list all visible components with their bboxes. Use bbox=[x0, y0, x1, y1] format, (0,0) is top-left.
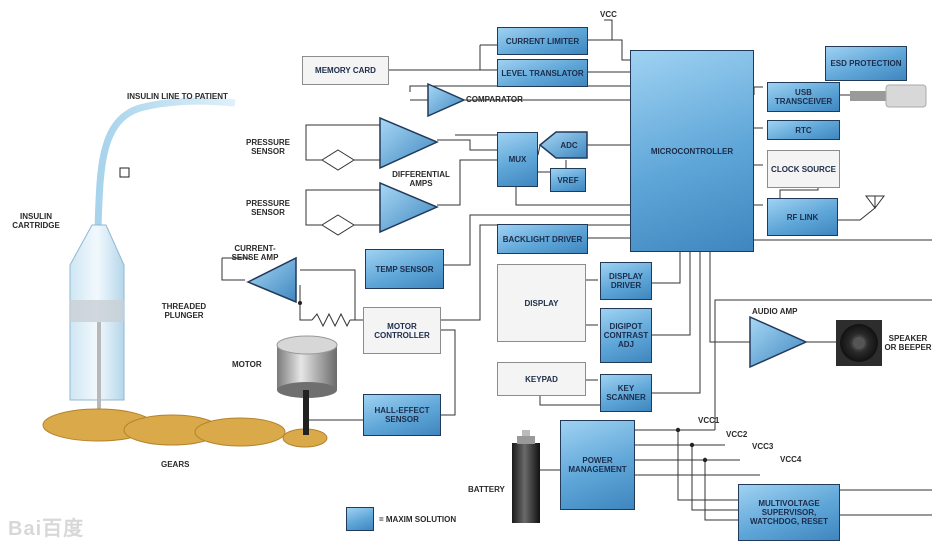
esd-protection-block: ESD PROTECTION bbox=[825, 46, 907, 81]
rf-link-block: RF LINK bbox=[767, 198, 838, 236]
legend-label: = MAXIM SOLUTION bbox=[379, 515, 457, 524]
junction-dots bbox=[298, 301, 708, 463]
gears-label: GEARS bbox=[161, 460, 190, 469]
level-translator-block: LEVEL TRANSLATOR bbox=[497, 59, 588, 87]
key-scanner-block: KEY SCANNER bbox=[600, 374, 652, 412]
vcc1-label: VCC1 bbox=[698, 416, 720, 425]
keypad-block: KEYPAD bbox=[497, 362, 586, 396]
amplifier-triangles bbox=[246, 82, 808, 369]
battery-label: BATTERY bbox=[468, 485, 505, 494]
display-driver-block: DISPLAY DRIVER bbox=[600, 262, 652, 300]
watermark: Bai百度 bbox=[8, 518, 85, 540]
temp-sensor-block: TEMP SENSOR bbox=[365, 249, 444, 289]
audio-amp-label: AUDIO AMP bbox=[752, 307, 798, 316]
motor-label: MOTOR bbox=[232, 360, 262, 369]
insulin-cartridge bbox=[69, 224, 125, 422]
usb-plug-icon bbox=[850, 84, 927, 108]
backlight-driver-block: BACKLIGHT DRIVER bbox=[497, 224, 588, 254]
legend-swatch bbox=[346, 507, 374, 531]
insulin-tube bbox=[94, 97, 236, 229]
vcc-top-label: VCC bbox=[600, 10, 617, 19]
current-limiter-block: CURRENT LIMITER bbox=[497, 27, 588, 55]
rtc-block: RTC bbox=[767, 120, 840, 140]
display-block: DISPLAY bbox=[497, 264, 586, 342]
antenna-icon bbox=[865, 195, 885, 209]
motor-controller-block: MOTOR CONTROLLER bbox=[363, 307, 441, 354]
differential-amps-label: DIFFERENTIAL AMPS bbox=[392, 170, 450, 188]
connection-lines bbox=[221, 19, 932, 521]
vcc4-label: VCC4 bbox=[780, 455, 802, 464]
hall-effect-sensor-block: HALL-EFFECT SENSOR bbox=[363, 394, 441, 436]
multivoltage-supervisor-block: MULTIVOLTAGE SUPERVISOR, WATCHDOG, RESET bbox=[738, 484, 840, 541]
insulin-line-label: INSULIN LINE TO PATIENT bbox=[127, 92, 228, 101]
speaker bbox=[836, 320, 882, 366]
vref-block: VREF bbox=[550, 168, 586, 192]
power-management-block: POWER MANAGEMENT bbox=[560, 420, 635, 510]
motor bbox=[276, 335, 338, 435]
current-sense-amp-label: CURRENT-SENSE AMP bbox=[231, 244, 279, 262]
threaded-plunger-label: THREADED PLUNGER bbox=[161, 302, 207, 320]
adc-block: ADC bbox=[560, 140, 578, 150]
microcontroller-block: MICROCONTROLLER bbox=[630, 50, 754, 252]
speaker-label: SPEAKER OR BEEPER bbox=[884, 334, 932, 352]
mux-block: MUX bbox=[497, 132, 538, 187]
pressure-sensor-label-2: PRESSURE SENSOR bbox=[245, 199, 290, 217]
pressure-sensor-label-1: PRESSURE SENSOR bbox=[245, 138, 290, 156]
usb-transceiver-block: USB TRANSCEIVER bbox=[767, 82, 840, 112]
memory-card-block: MEMORY CARD bbox=[302, 56, 389, 85]
clock-source-block: CLOCK SOURCE bbox=[767, 150, 840, 188]
digipot-contrast-adj-block: DIGIPOT CONTRAST ADJ bbox=[600, 308, 652, 363]
vcc2-label: VCC2 bbox=[726, 430, 748, 439]
pressure-sensor-symbols bbox=[321, 149, 355, 236]
insulin-cartridge-label: INSULIN CARTRIDGE bbox=[12, 212, 60, 230]
vcc3-label: VCC3 bbox=[752, 442, 774, 451]
gears bbox=[42, 408, 328, 448]
comparator-label: COMPARATOR bbox=[466, 95, 523, 104]
marker-square bbox=[119, 167, 130, 178]
battery bbox=[512, 430, 540, 523]
sense-resistor bbox=[311, 312, 351, 328]
